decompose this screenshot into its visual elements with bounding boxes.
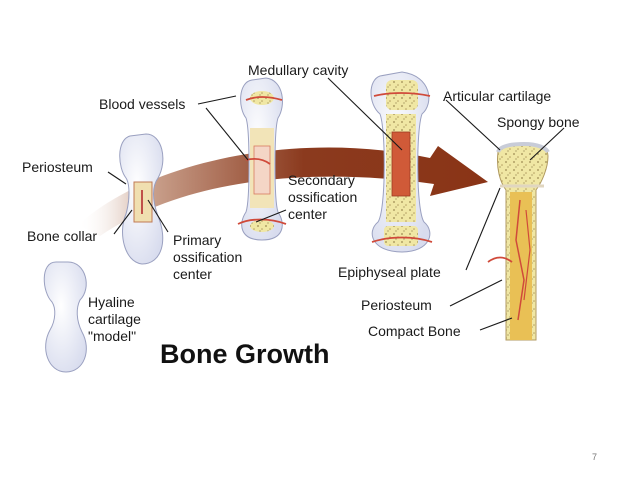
label-periosteum-left: Periosteum — [22, 159, 93, 175]
label-articular-cartilage: Articular cartilage — [443, 88, 552, 104]
leader-periosteum-right — [449, 279, 503, 307]
medullary-cavity-stage — [370, 71, 433, 253]
mature-bone — [487, 141, 550, 341]
hyaline-cartilage-model — [43, 261, 87, 373]
diagram-title: Bone Growth — [160, 339, 330, 369]
secondary-ossification-stage — [237, 77, 287, 241]
label-bone-collar: Bone collar — [27, 228, 98, 244]
leader-spongy — [529, 127, 565, 161]
label-periosteum-right: Periosteum — [361, 297, 432, 313]
leader-primary — [147, 199, 169, 233]
leader-articular — [445, 99, 501, 151]
label-spongy-bone: Spongy bone — [497, 114, 580, 130]
leader-compact — [479, 317, 513, 331]
label-epiphyseal-plate: Epiphyseal plate — [338, 264, 441, 280]
leader-epiphyseal — [465, 187, 501, 271]
leader-blood-1 — [197, 95, 237, 105]
page-number: 7 — [592, 452, 598, 462]
leader-bone-collar — [113, 209, 133, 235]
label-primary-ossification: Primary ossification center — [173, 232, 243, 282]
label-compact-bone: Compact Bone — [368, 323, 461, 339]
label-hyaline-cartilage: Hyaline cartilage "model" — [88, 294, 141, 344]
label-medullary-cavity: Medullary cavity — [248, 62, 349, 78]
label-blood-vessels: Blood vessels — [99, 96, 186, 112]
leader-secondary — [255, 209, 287, 223]
leader-medullary — [327, 77, 403, 151]
leader-blood-2 — [205, 107, 249, 161]
leader-periosteum-left — [107, 171, 127, 185]
label-secondary-ossification: Secondary ossification center — [288, 172, 358, 222]
